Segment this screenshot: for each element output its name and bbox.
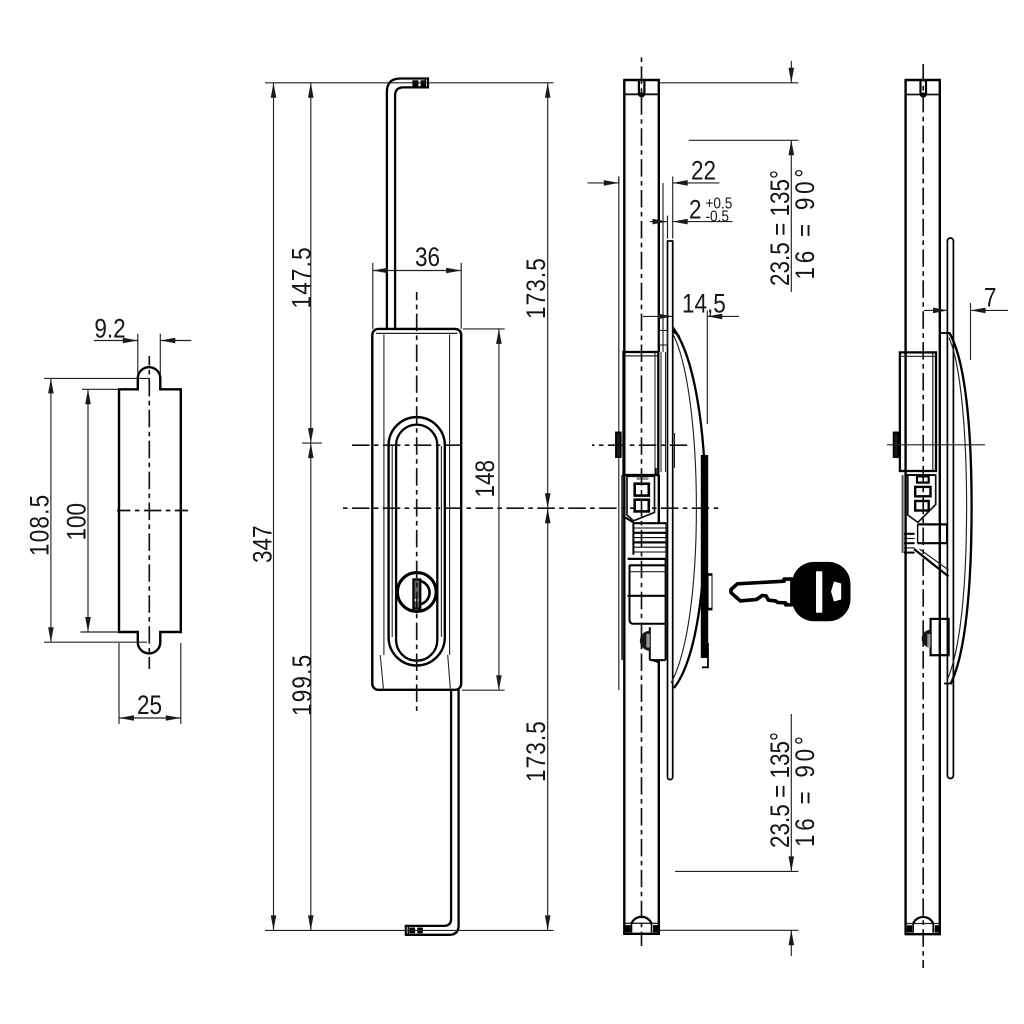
svg-text:16 = 90°: 16 = 90° [791,732,820,847]
svg-text:2: 2 [689,196,702,225]
svg-text:148: 148 [471,460,500,498]
svg-text:7: 7 [984,284,997,313]
svg-text:199.5: 199.5 [288,654,317,716]
svg-text:22: 22 [691,157,716,186]
svg-text:+0.5: +0.5 [706,196,733,213]
svg-text:23.5 = 135°: 23.5 = 135° [766,732,795,848]
svg-text:-0.5: -0.5 [706,209,729,226]
svg-text:23.5 = 135°: 23.5 = 135° [766,170,795,286]
svg-text:108.5: 108.5 [26,494,55,556]
svg-text:173.5: 173.5 [522,720,551,782]
svg-text:16 = 90°: 16 = 90° [791,165,820,280]
svg-text:9.2: 9.2 [94,315,125,344]
svg-text:173.5: 173.5 [522,257,551,319]
svg-text:36: 36 [415,243,440,272]
svg-text:147.5: 147.5 [288,246,317,308]
svg-text:14,5: 14,5 [682,290,726,319]
svg-text:347: 347 [249,525,278,563]
svg-text:25: 25 [137,691,162,720]
svg-text:100: 100 [63,503,92,541]
